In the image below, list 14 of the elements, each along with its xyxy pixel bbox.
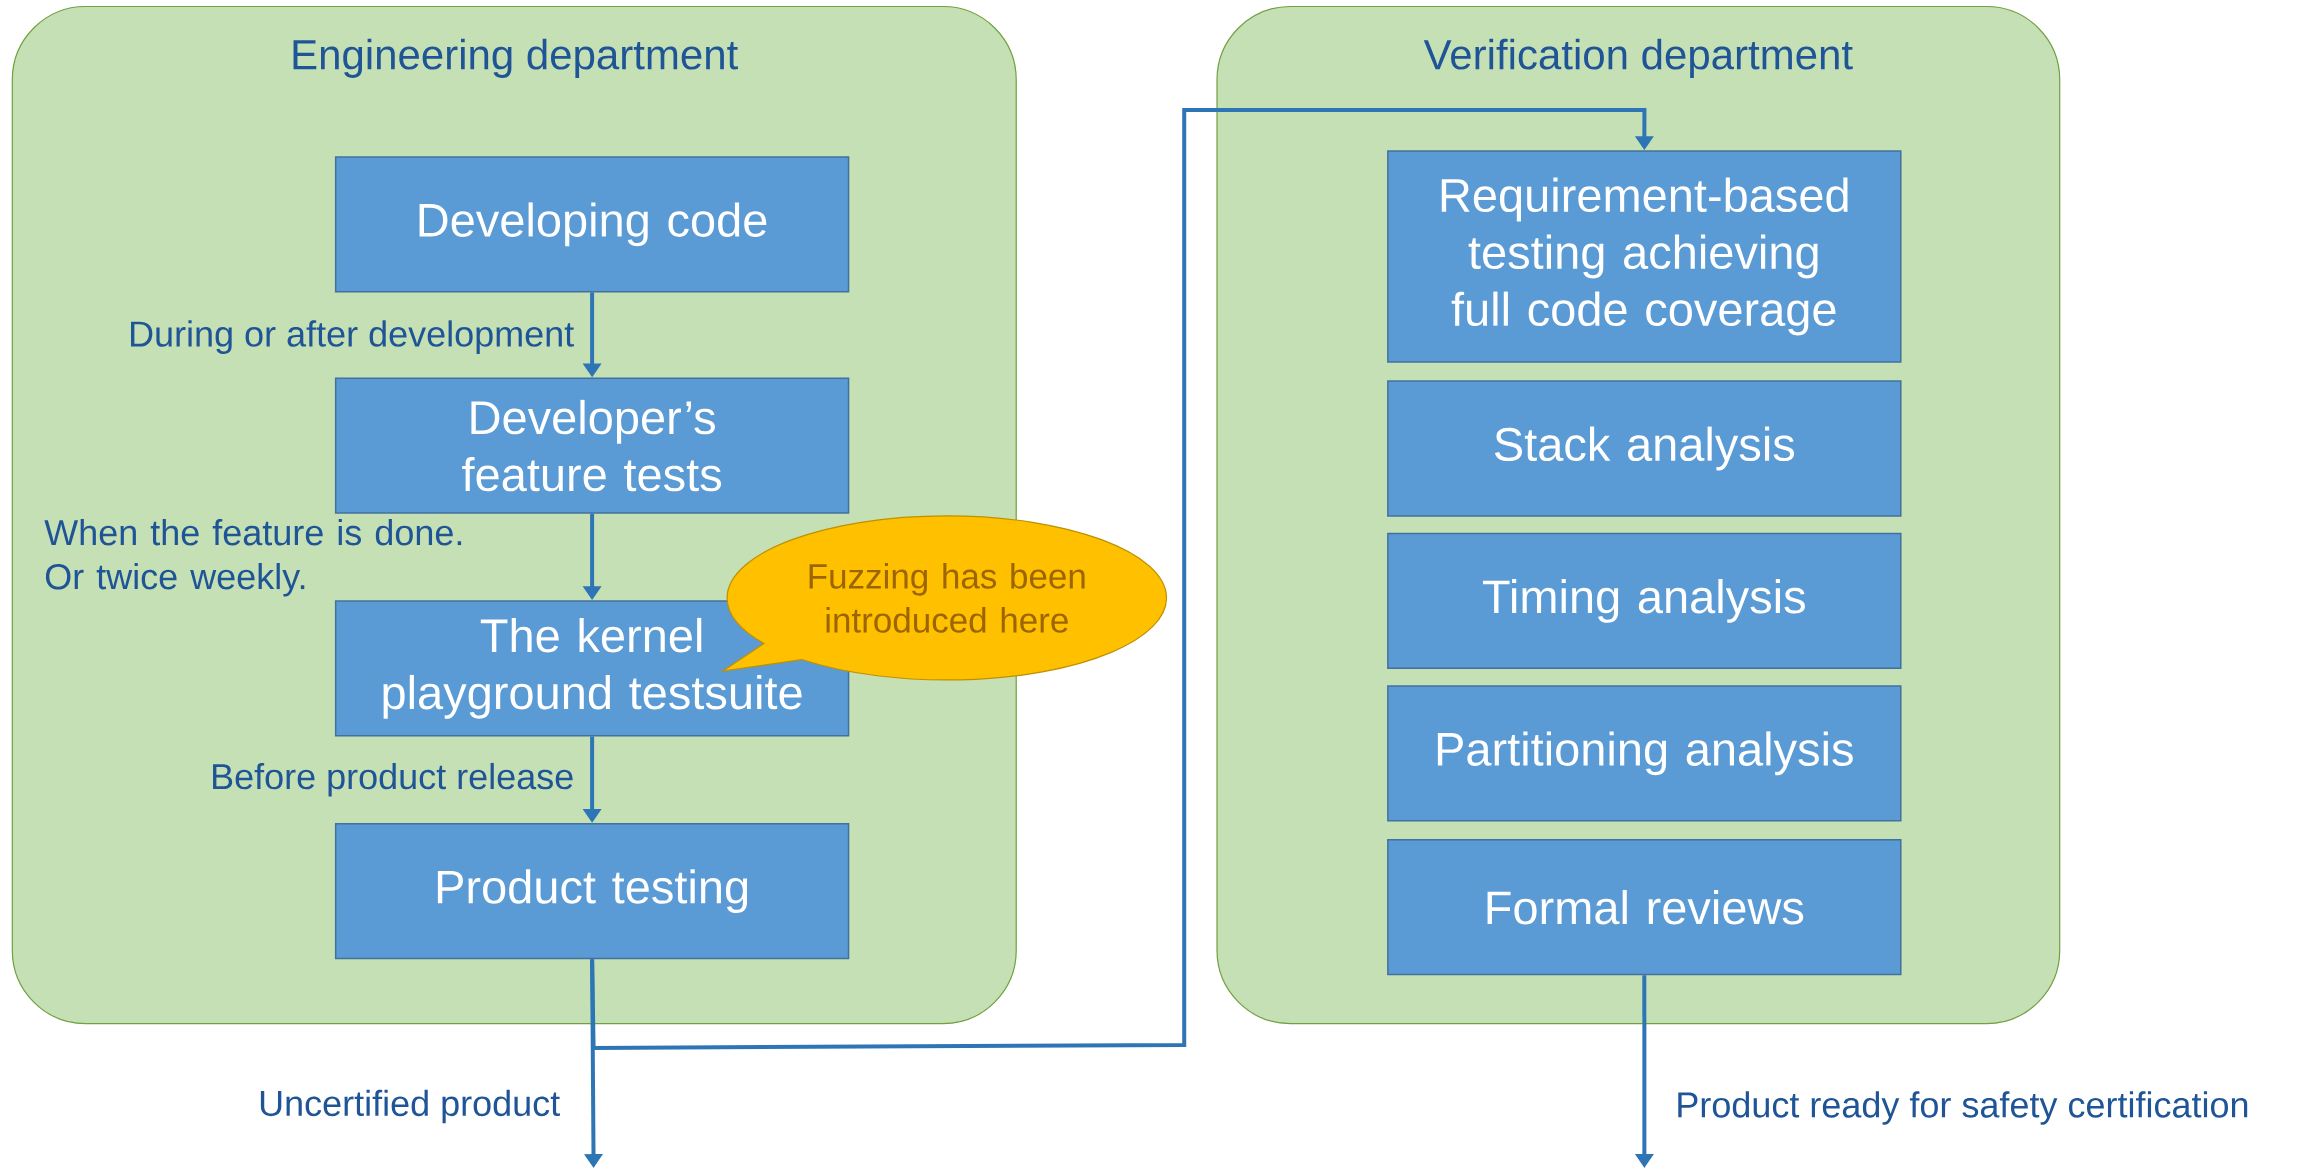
edge-label: Product ready for safety certification bbox=[1678, 1091, 2248, 1125]
edge-label: Uncertified product bbox=[260, 1089, 560, 1124]
edge-label: When the feature is done. Or twice weekly. bbox=[44, 519, 462, 597]
arrow bbox=[590, 107, 1654, 1050]
process-box: Product testing bbox=[334, 822, 850, 960]
process-box: Timing analysis bbox=[1387, 532, 1902, 670]
process-box: Stack analysis bbox=[1387, 380, 1902, 517]
edge-label: During or after development bbox=[131, 320, 574, 354]
process-box: Partitioning analysis bbox=[1387, 685, 1902, 822]
edge-label: Before product release bbox=[213, 762, 573, 797]
process-box: Formal reviews bbox=[1387, 839, 1902, 976]
process-box: Requirement-based testing achieving full code coverage bbox=[1387, 150, 1902, 363]
process-box: Developing code bbox=[334, 156, 850, 293]
process-box: Developer’s feature tests bbox=[334, 377, 850, 514]
